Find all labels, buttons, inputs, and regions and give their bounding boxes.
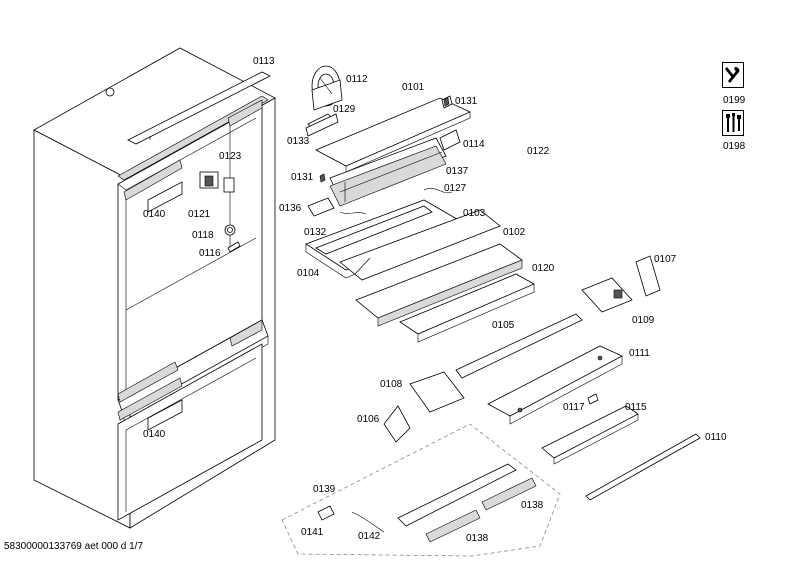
label-0121: 0121 xyxy=(188,209,211,220)
label-0106: 0106 xyxy=(357,414,380,425)
label-0109: 0109 xyxy=(632,315,655,326)
evaporator-0137 xyxy=(329,137,447,207)
label-0113: 0113 xyxy=(253,56,275,67)
label-0107: 0107 xyxy=(654,254,677,265)
label-0142: 0142 xyxy=(358,531,381,542)
bracket-0109 xyxy=(581,277,633,313)
part-0133 xyxy=(305,113,339,137)
part-0114 xyxy=(439,129,461,151)
wire-0132 xyxy=(339,211,367,215)
label-0127: 0127 xyxy=(444,183,467,194)
label-0123: 0123 xyxy=(219,151,242,162)
bracket-0108 xyxy=(409,371,465,413)
label-0104: 0104 xyxy=(297,268,320,279)
wire-0142 xyxy=(351,511,385,533)
label-0131: 0131 xyxy=(291,172,314,183)
screw-0131 xyxy=(319,173,326,183)
label-0136: 0136 xyxy=(279,203,302,214)
label-0103: 0103 xyxy=(463,208,486,219)
label-0108: 0108 xyxy=(380,379,403,390)
label-0115: 0115 xyxy=(625,402,647,413)
cover-0120 xyxy=(355,243,535,343)
strip-0115 xyxy=(541,405,639,459)
label-0139: 0139 xyxy=(313,484,336,495)
label-0114: 0114 xyxy=(463,139,485,150)
fan-0112 xyxy=(311,65,343,111)
part-0136 xyxy=(307,197,335,217)
label-0101: 0101 xyxy=(402,82,425,93)
label-0105: 0105 xyxy=(492,320,515,331)
label-0131: 0131 xyxy=(455,96,478,107)
label-0102: 0102 xyxy=(503,227,526,238)
label-0133: 0133 xyxy=(287,136,310,147)
label-0117: 0117 xyxy=(563,402,585,413)
label-0141: 0141 xyxy=(301,527,324,538)
part-0117 xyxy=(587,393,599,405)
wire-0127 xyxy=(423,188,453,194)
part-0141 xyxy=(317,505,335,521)
label-0138: 0138 xyxy=(466,533,489,544)
label-0118: 0118 xyxy=(192,230,214,241)
screws-icon xyxy=(722,110,744,136)
label-0110: 0110 xyxy=(705,432,727,443)
component-0123-0121 xyxy=(199,171,235,193)
panel-0111 xyxy=(487,345,623,425)
label-0122: 0122 xyxy=(527,146,550,157)
wrench-screwdriver-icon xyxy=(722,62,744,88)
grille-0102 xyxy=(339,209,501,281)
label-0140: 0140 xyxy=(143,429,166,440)
label-0140: 0140 xyxy=(143,209,166,220)
label-0199: 0199 xyxy=(723,95,746,106)
label-0138: 0138 xyxy=(521,500,544,511)
label-0112: 0112 xyxy=(346,74,368,85)
label-0132: 0132 xyxy=(304,227,327,238)
label-0137: 0137 xyxy=(446,166,469,177)
rail-0105 xyxy=(455,313,583,379)
bracket-0106 xyxy=(383,405,411,443)
bracket-0107 xyxy=(635,255,661,297)
refrigerator-cabinet xyxy=(33,47,276,529)
rod-0110 xyxy=(585,433,701,501)
label-0111: 0111 xyxy=(629,348,650,359)
clip-0116 xyxy=(227,241,241,253)
drawing-number-footer: 58300000133769 aet 000 d 1/7 xyxy=(4,541,144,552)
label-0198: 0198 xyxy=(723,141,746,152)
dashed-group-box xyxy=(281,423,561,557)
label-0120: 0120 xyxy=(532,263,555,274)
label-0129: 0129 xyxy=(333,104,356,115)
profile-0138 xyxy=(397,463,537,543)
label-0116: 0116 xyxy=(199,248,221,259)
